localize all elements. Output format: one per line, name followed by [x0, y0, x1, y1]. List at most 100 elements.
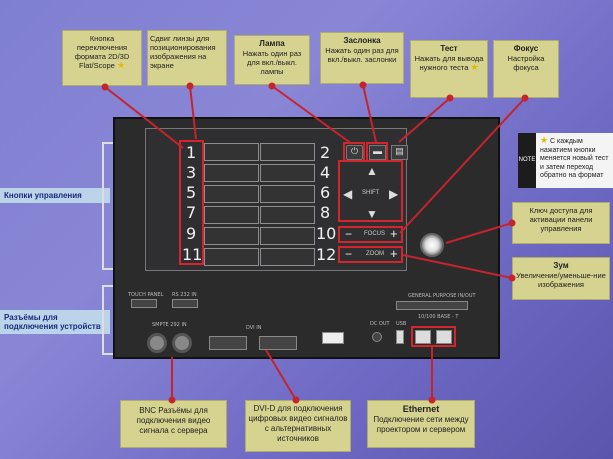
connectors-bracket [102, 285, 116, 355]
test-callout-title: Тест [440, 44, 458, 53]
dvi-connector-a[interactable] [209, 336, 247, 350]
star-icon: ★ [470, 62, 479, 72]
test-pattern-icon: ▤ [395, 146, 404, 156]
display-slot [204, 185, 259, 203]
button-7[interactable]: 7 [186, 203, 197, 222]
button-2[interactable]: 2 [320, 143, 331, 162]
shutter-callout-title: Заслонка [343, 36, 381, 45]
button-1[interactable]: 1 [186, 143, 197, 162]
test-button[interactable]: ▤ [391, 145, 408, 160]
button-6[interactable]: 6 [320, 183, 331, 202]
gpio-connector[interactable] [396, 301, 468, 310]
zoom-callout-text: Увеличение/уменьше-ние изображения [516, 271, 606, 289]
zoom-callout-title: Зум [553, 261, 569, 270]
power-icon[interactable]: ⏻ [346, 145, 363, 160]
focus-label: FOCUS [364, 231, 385, 237]
touch-panel-label: TOUCH PANEL [128, 292, 164, 298]
focus-highlight [338, 226, 403, 243]
focus-minus-button[interactable]: − [345, 227, 353, 241]
display-slot [204, 227, 259, 245]
focus-callout: Фокус Настройка фокуса [493, 40, 559, 98]
button-5[interactable]: 5 [186, 183, 197, 202]
display-slot [260, 164, 315, 182]
test-callout: Тест Нажать для вывода нужного теста ★ [410, 40, 488, 98]
lamp-callout-title: Лампа [259, 39, 285, 48]
focus-callout-title: Фокус [513, 44, 539, 53]
shutter-highlight [366, 142, 388, 162]
zoom-plus-button[interactable]: + [390, 246, 398, 261]
shutter-icon: ▬ [373, 146, 382, 156]
format-buttons-highlight [179, 140, 204, 265]
ethernet-label: 10/100 BASE - T [418, 314, 459, 320]
display-slot [260, 206, 315, 224]
button-9[interactable]: 9 [186, 224, 197, 243]
display-slot [260, 185, 315, 203]
display-slot [204, 206, 259, 224]
zoom-minus-button[interactable]: − [345, 247, 353, 261]
shutter-callout-text: Нажать один раз для вкл./выкл. заслонки [325, 46, 399, 64]
ethernet-port-1[interactable] [415, 330, 431, 344]
shift-label: SHIFT [362, 190, 380, 196]
format-callout-text: Кнопка переключения формата 2D/3D Flat/S… [74, 34, 130, 70]
ethernet-port-2[interactable] [436, 330, 452, 344]
display-slot [204, 143, 259, 161]
lens-callout-text: Сдвиг линзы для позиционирования изображ… [150, 34, 216, 70]
key-callout-text: Ключ доступа для активации панели управл… [529, 206, 593, 233]
zoom-label: ZOOM [366, 251, 384, 257]
dc-out-port[interactable] [372, 332, 382, 342]
ethernet-highlight [411, 326, 456, 347]
focus-plus-button[interactable]: + [390, 226, 398, 241]
lamp-callout: Лампа Нажать один раз для вкл./выкл. лам… [234, 35, 310, 85]
note-box: NOTE ★ С каждым нажатием кнопки меняется… [518, 133, 613, 188]
test-callout-text: Нажать для вывода нужного теста [414, 54, 484, 72]
star-icon: ★ [540, 135, 549, 145]
touch-panel-connector[interactable] [131, 299, 157, 308]
dvi-connector-b[interactable] [259, 336, 297, 350]
button-10[interactable]: 10 [316, 224, 337, 243]
key-switch-icon[interactable] [420, 233, 444, 257]
shutter-button[interactable]: ▬ [369, 145, 386, 160]
display-slot [204, 164, 259, 182]
controls-label: Кнопки управления [0, 188, 110, 203]
sdi-label: SMPTE 292 IN [152, 322, 187, 328]
ethernet-callout-title: Ethernet [402, 404, 440, 414]
shutter-callout: Заслонка Нажать один раз для вкл./выкл. … [320, 32, 404, 84]
dvi-callout-text: DVI-D для подключения цифровых видео сиг… [248, 404, 348, 443]
bnc-callout: BNC Разъёмы для подключения видео сигнал… [120, 400, 227, 448]
note-tag: NOTE [518, 133, 536, 188]
connectors-label: Разъёмы для подключения устройств [0, 310, 110, 334]
button-8[interactable]: 8 [320, 203, 331, 222]
usb-port[interactable] [396, 330, 404, 344]
ethernet-callout-text: Подключение сети между проектором и серв… [373, 415, 469, 434]
button-12[interactable]: 12 [316, 245, 337, 264]
focus-callout-text: Настройка фокуса [507, 54, 545, 72]
bnc-connector-1[interactable] [147, 333, 167, 353]
button-11[interactable]: 11 [182, 245, 203, 264]
rs232-connector[interactable] [172, 299, 198, 308]
lens-callout: Сдвиг линзы для позиционирования изображ… [147, 30, 227, 86]
button-3[interactable]: 3 [186, 163, 197, 182]
dvi-label: DVI IN [246, 325, 262, 331]
dvi-callout: DVI-D для подключения цифровых видео сиг… [245, 400, 351, 452]
ethernet-callout: Ethernet Подключение сети между проектор… [367, 400, 475, 448]
display-slot [260, 227, 315, 245]
lamp-highlight [343, 142, 365, 162]
star-icon: ★ [116, 60, 126, 70]
bnc-connector-2[interactable] [172, 333, 192, 353]
dc-out-label: DC OUT [370, 321, 390, 327]
note-text: С каждым нажатием кнопки меняется новый … [540, 138, 609, 179]
aux-port[interactable] [322, 332, 344, 344]
key-callout: Ключ доступа для активации панели управл… [512, 202, 610, 244]
zoom-highlight [338, 246, 403, 263]
gpio-label: GENERAL PURPOSE IN/OUT [408, 293, 476, 299]
shift-left-icon[interactable]: ◀ [343, 187, 353, 201]
display-slot [204, 248, 259, 266]
zoom-callout: Зум Увеличение/уменьше-ние изображения [512, 257, 610, 300]
format-callout: Кнопка переключения формата 2D/3D Flat/S… [62, 30, 142, 86]
button-4[interactable]: 4 [320, 163, 331, 182]
shift-right-icon[interactable]: ▶ [389, 187, 399, 201]
display-slot [260, 143, 315, 161]
shift-down-icon[interactable]: ▼ [366, 207, 378, 221]
shift-up-icon[interactable]: ▲ [366, 164, 378, 178]
usb-label: USB [396, 321, 407, 327]
